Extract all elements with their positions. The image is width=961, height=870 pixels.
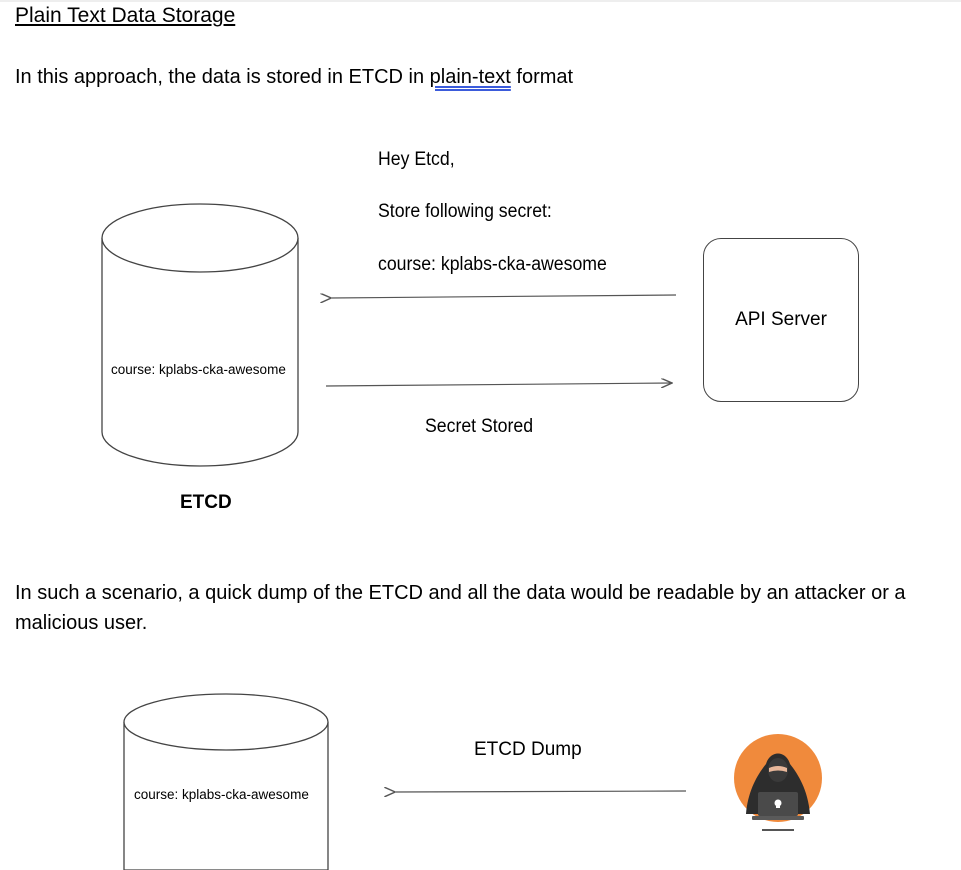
secret-stored-label: Secret Stored xyxy=(425,416,534,437)
etcd-dump-label: ETCD Dump xyxy=(474,739,582,760)
top-divider xyxy=(0,0,961,2)
message-line-2: Store following secret: xyxy=(378,201,552,222)
intro-text-after: format xyxy=(510,66,574,88)
message-line-3: course: kplabs-cka-awesome xyxy=(378,254,607,275)
intro-text-before: In this approach, the data is stored in … xyxy=(15,66,430,88)
page-title: Plain Text Data Storage xyxy=(15,4,236,27)
message-line-1: Hey Etcd, xyxy=(378,149,455,170)
etcd-label: ETCD xyxy=(180,492,232,513)
response-arrow xyxy=(325,383,672,386)
intro-text-plain-text: plain-text xyxy=(429,66,511,88)
etcd-content: course: kplabs-cka-awesome xyxy=(111,362,286,377)
hacker-icon xyxy=(734,734,822,831)
scenario-paragraph: In such a scenario, a quick dump of the … xyxy=(15,582,906,634)
etcd-cylinder xyxy=(101,203,299,467)
etcd-dump-cylinder xyxy=(123,693,329,870)
intro-paragraph: In this approach, the data is stored in … xyxy=(15,62,573,92)
api-server-box: API Server xyxy=(703,238,859,402)
request-arrow xyxy=(330,295,677,298)
dump-arrow xyxy=(394,791,687,792)
etcd-dump-content: course: kplabs-cka-awesome xyxy=(134,787,309,802)
api-server-label: API Server xyxy=(735,309,827,330)
